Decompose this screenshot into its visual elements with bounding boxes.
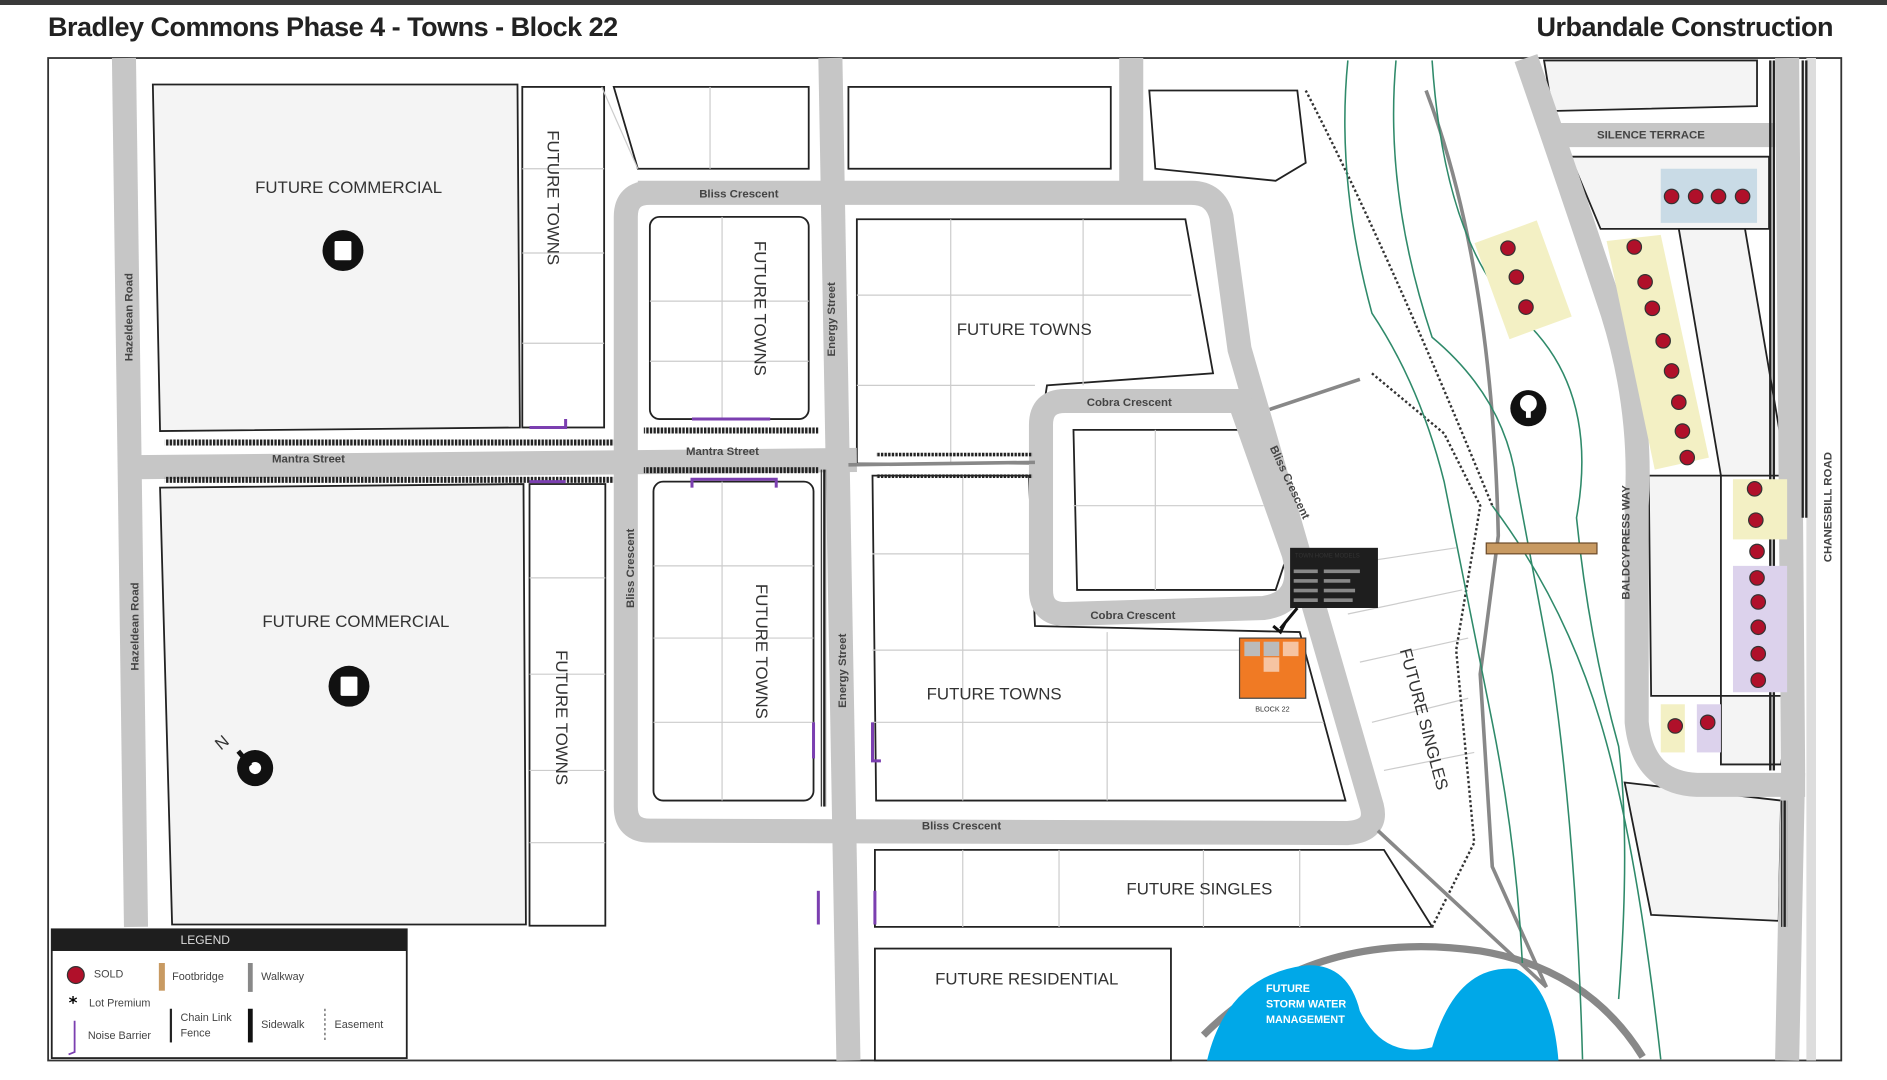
sold-markers [1500, 188, 1767, 734]
storm-label: MANAGEMENT [1266, 1014, 1345, 1026]
baldcypress-way [1514, 54, 1806, 797]
hazeldean-road [111, 57, 149, 928]
street-label: Bliss Crescent [699, 189, 779, 201]
builder-name: Urbandale Construction [1536, 12, 1833, 42]
arrow-icon [1272, 607, 1299, 635]
area-label: FUTURE TOWNS [752, 584, 771, 719]
street-label: CHANESBILL ROAD [1823, 452, 1835, 562]
creek-lines [1344, 60, 1662, 1060]
town-home-models-box[interactable]: TOWN HOME MODELS [1272, 547, 1378, 635]
legend: LEGEND SOLD * Lot Premium Noise Barrier … [50, 928, 408, 1059]
sold-icon [66, 966, 85, 985]
footbridge [1485, 542, 1598, 555]
street-label: Cobra Crescent [1090, 610, 1175, 622]
legend-lot-premium: Lot Premium [89, 997, 150, 1009]
walkway-swatch [247, 963, 253, 992]
asterisk-icon: * [69, 993, 78, 1013]
area-label: FUTURE COMMERCIAL [255, 178, 442, 197]
street-label: Bliss Crescent [625, 528, 637, 608]
legend-chain-link: Chain Link [181, 1012, 233, 1024]
roads [111, 54, 1816, 1061]
fences [164, 60, 1808, 928]
street-label: Mantra Street [272, 453, 345, 465]
area-label: FUTURE TOWNS [957, 320, 1092, 339]
block-towns-4 [652, 480, 815, 802]
shopping-bag-icon [328, 665, 370, 707]
legend-footbridge: Footbridge [172, 971, 224, 983]
block-cobra-inner [1072, 428, 1289, 591]
block-silence-north [1542, 59, 1758, 112]
models-title: TOWN HOME MODELS [1295, 553, 1360, 559]
block-east-5 [1623, 781, 1783, 922]
page-title: Bradley Commons Phase 4 - Towns - Block … [48, 12, 618, 42]
block-top-2 [612, 86, 810, 170]
street-label: Hazeldean Road [123, 273, 135, 361]
block-east-3 [1647, 474, 1722, 697]
area-label: FUTURE TOWNS [927, 684, 1062, 703]
sidewalk-swatch [247, 1008, 253, 1043]
street-label: Mantra Street [686, 446, 759, 458]
legend-easement: Easement [335, 1019, 384, 1031]
storm-water-pond [1207, 965, 1559, 1061]
noise-barrier-icon [68, 1020, 76, 1056]
block-top-1 [847, 86, 1112, 170]
street-label: Bliss Crescent [922, 820, 1002, 832]
legend-sold: SOLD [94, 968, 124, 980]
park-tree-icon [1510, 390, 1547, 427]
street-label: Cobra Crescent [1087, 397, 1172, 409]
street-label: Energy Street [826, 282, 838, 356]
mantra-street [135, 447, 857, 480]
footbridge-swatch [158, 963, 165, 991]
street-label: Energy Street [837, 633, 849, 707]
street-label: Hazeldean Road [129, 582, 141, 670]
area-label: FUTURE TOWNS [751, 241, 770, 376]
legend-chain-link: Fence [181, 1027, 211, 1039]
block-towns-1 [521, 86, 606, 429]
window-top-bar [0, 0, 1887, 5]
street-label: BALDCYPRESS WAY [1620, 485, 1632, 600]
block-22-label: BLOCK 22 [1255, 704, 1290, 713]
storm-label: STORM WATER [1266, 999, 1346, 1011]
area-label: FUTURE SINGLES [1126, 879, 1272, 898]
noise-barriers [529, 417, 881, 925]
block-top-3 [1148, 89, 1307, 182]
legend-noise-barrier: Noise Barrier [88, 1030, 152, 1042]
block-residential [874, 947, 1172, 1062]
chain-link-swatch [169, 1008, 173, 1043]
bliss-crescent [613, 180, 1385, 846]
area-label: FUTURE COMMERCIAL [262, 612, 449, 631]
area-label: FUTURE RESIDENTIAL [935, 970, 1118, 989]
legend-walkway: Walkway [261, 971, 305, 983]
storm-label: FUTURE [1266, 983, 1310, 995]
lot-lines [522, 86, 1475, 927]
block-east-4 [1720, 694, 1792, 766]
legend-title: LEGEND [181, 933, 231, 947]
chanesbill-road [1775, 57, 1806, 1061]
street-label: SILENCE TERRACE [1597, 130, 1705, 142]
block-towns-2 [528, 483, 607, 927]
area-label: FUTURE TOWNS [544, 130, 563, 265]
block-22[interactable]: BLOCK 22 [1238, 637, 1307, 713]
area-label: FUTURE TOWNS [552, 650, 571, 785]
legend-sidewalk: Sidewalk [261, 1019, 305, 1031]
block-towns-3 [648, 215, 810, 420]
shopping-bag-icon [322, 230, 364, 272]
energy-street [818, 57, 861, 1061]
